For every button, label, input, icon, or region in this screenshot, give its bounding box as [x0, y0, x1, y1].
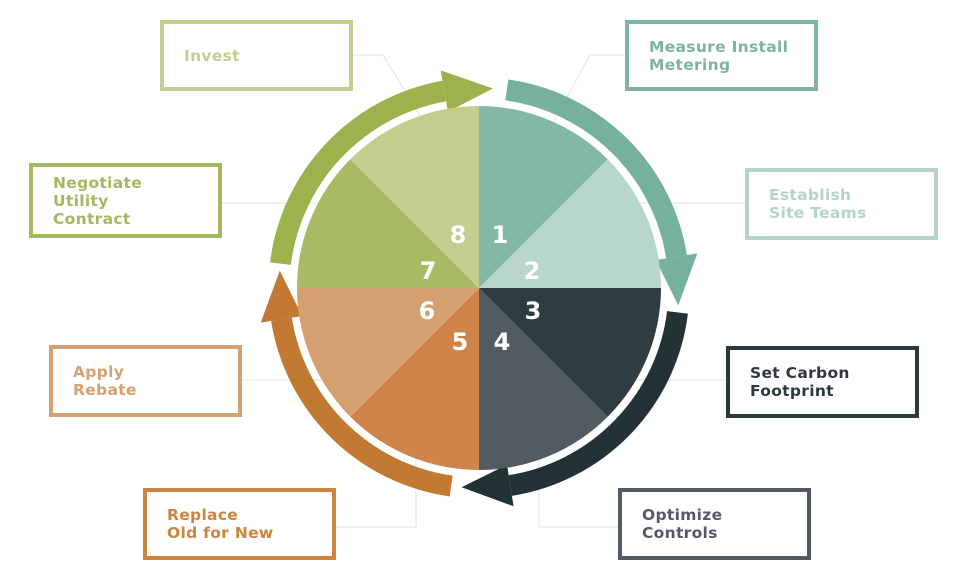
wedge-step-5: [350, 288, 479, 470]
connector-line: [538, 430, 618, 528]
cycle-arrow-arc: [270, 80, 447, 265]
step-1-label: Measure Install Metering: [649, 37, 789, 74]
wedge-step-3: [479, 288, 661, 417]
cycle-arrow-head: [440, 70, 493, 112]
cycle-arrow-arc: [271, 317, 453, 497]
step-2-label: Establish Site Teams: [769, 186, 867, 222]
wedge-step-8: [350, 106, 479, 288]
step-7-label: Negotiate Utility Contract: [53, 173, 143, 228]
step-number-6: 6: [419, 297, 436, 325]
connector-line: [336, 430, 417, 528]
cycle-arrow-arc: [508, 311, 688, 496]
wedge-step-7: [297, 159, 479, 288]
step-6-label: Apply Rebate: [73, 363, 137, 399]
step-number-3: 3: [525, 297, 542, 325]
step-3-label: Set Carbon Footprint: [750, 364, 850, 400]
step-number-8: 8: [450, 221, 467, 249]
step-4-label-box: Optimize Controls: [618, 488, 811, 560]
step-5-label: Replace Old for New: [167, 506, 274, 542]
wedge-step-4: [479, 288, 608, 470]
step-8-label-box: Invest: [160, 20, 353, 91]
step-8-label: Invest: [184, 46, 240, 65]
wedge-step-1: [479, 106, 608, 288]
cycle-arrow-head: [461, 464, 514, 507]
cycle-arrow-head: [655, 253, 698, 306]
step-number-2: 2: [524, 257, 541, 285]
step-number-7: 7: [420, 257, 437, 285]
step-3-label-box: Set Carbon Footprint: [726, 346, 919, 418]
connector-line: [537, 54, 625, 151]
step-4-label: Optimize Controls: [642, 506, 723, 542]
step-7-label-box: Negotiate Utility Contract: [29, 163, 222, 238]
step-number-5: 5: [452, 328, 469, 356]
wedge-step-2: [479, 159, 661, 288]
wedge-step-6: [297, 288, 479, 417]
step-2-label-box: Establish Site Teams: [745, 168, 938, 240]
step-5-label-box: Replace Old for New: [143, 488, 336, 560]
cycle-arrow-head: [260, 270, 303, 323]
step-6-label-box: Apply Rebate: [49, 345, 242, 417]
cycle-arrow-arc: [505, 79, 687, 259]
step-1-label-box: Measure Install Metering: [625, 20, 818, 91]
step-number-4: 4: [494, 328, 511, 356]
step-number-1: 1: [492, 221, 509, 249]
